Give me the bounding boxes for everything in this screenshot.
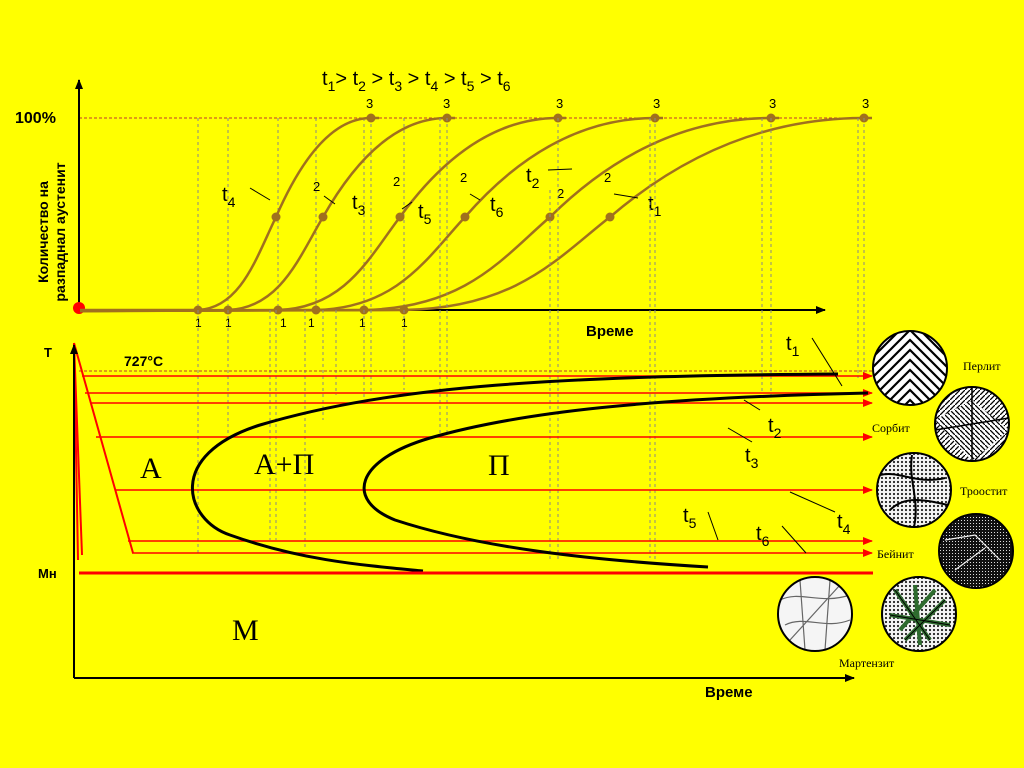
microstructure-sorbite: Сорбит [872, 386, 1010, 462]
region-martensite: М [232, 614, 259, 647]
end-label-5: 3 [769, 96, 776, 111]
leader-line [781, 525, 807, 554]
region-austenite: А [140, 452, 162, 485]
top-y-label-line1: Количество на [35, 181, 51, 283]
start-c-curve [190, 372, 839, 573]
bottom-x-label: Време [705, 684, 753, 701]
label-martensite: Мартензит [839, 656, 895, 670]
end-label-2: 3 [443, 96, 450, 111]
top-y-label: Количество на разпаднал аустенит [35, 162, 68, 301]
microstructure-pearlite: Перлит [872, 330, 1001, 406]
mid-label-5: 2 [604, 170, 611, 185]
leader-line [811, 337, 843, 387]
microstructure-martensite-2: Мартензит [839, 576, 957, 670]
label-pearlite: Перлит [963, 359, 1001, 373]
start-label-3: 1 [280, 316, 287, 330]
end-label-6: 3 [862, 96, 869, 111]
end-label-3: 3 [556, 96, 563, 111]
leader-line [401, 201, 413, 210]
leader-line [249, 187, 271, 201]
top-x-label: Време [586, 323, 634, 340]
label-bainite: Бейнит [877, 547, 914, 561]
curve-t3-mid-point [318, 212, 328, 222]
label-troostite: Троостит [960, 484, 1008, 498]
microstructure-martensite-1 [777, 576, 853, 652]
curve-t1-mid-point [605, 212, 615, 222]
curve-label-5: t2 [526, 165, 540, 191]
leader-line [323, 195, 336, 205]
label-sorbite: Сорбит [872, 421, 911, 435]
cooling-label-1: t1 [786, 333, 800, 359]
leader-line [743, 399, 761, 411]
leader-line [469, 193, 481, 201]
curve-label-6: t1 [648, 193, 662, 219]
top-y-label-line2: разпаднал аустенит [52, 162, 68, 301]
start-label-4: 1 [308, 316, 315, 330]
mid-label-4: 2 [557, 186, 564, 201]
a1-temperature-label: 727°С [124, 353, 163, 369]
mid-label-2: 2 [393, 174, 400, 189]
y-tick-100: 100% [15, 110, 56, 127]
curve-t6-mid-point [460, 212, 470, 222]
region-austenite-pearlite: А+П [254, 448, 314, 481]
leader-line [789, 491, 836, 513]
cooling-label-3: t3 [745, 445, 759, 471]
cooling-label-4: t4 [837, 511, 851, 537]
curve-t5-mid-point [395, 212, 405, 222]
ms-label: Мн [38, 566, 57, 581]
cooling-label-5: t5 [683, 505, 697, 531]
bottom-plot: T 727°С Мн Време А А+П П М t1 t2 t3 t4 t5 t6 [38, 118, 873, 701]
region-pearlite: П [488, 449, 510, 482]
cooling-label-6: t6 [756, 523, 770, 549]
curve-label-2: t3 [352, 192, 366, 218]
vertical-guides [197, 118, 865, 310]
end-label-1: 3 [366, 96, 373, 111]
microstructure-bainite: Бейнит [877, 513, 1014, 589]
leader-line [547, 168, 573, 171]
curve-t4-end-point [366, 113, 376, 123]
end-label-4: 3 [653, 96, 660, 111]
cooling-line-labels: t1 t2 t3 t4 t5 t6 [683, 333, 851, 554]
cooling-label-2: t2 [768, 415, 782, 441]
start-label-5: 1 [359, 316, 366, 330]
curve-label-3: t5 [418, 201, 432, 227]
leader-line [707, 511, 719, 541]
top-plot: 100% Количество на разпаднал аустенит Вр… [15, 68, 873, 340]
mid-label-1: 2 [313, 179, 320, 194]
curve-t4 [80, 116, 379, 312]
finish-c-curve [362, 391, 869, 569]
curve-t4-mid-point [271, 212, 281, 222]
vertical-guides-lower [197, 118, 865, 560]
temperature-order-title: t1> t2 > t3 > t4 > t5 > t6 [322, 68, 511, 94]
curve-t1 [79, 116, 872, 313]
leader-line [613, 193, 639, 199]
bottom-y-label: T [44, 345, 52, 360]
transformation-curves [79, 113, 872, 315]
microstructure-troostite: Троостит [876, 452, 1008, 528]
curve-label-1: t4 [222, 184, 236, 210]
curve-label-4: t6 [490, 194, 504, 220]
leader-line [727, 427, 753, 443]
cooling-descent [73, 342, 134, 554]
microstructures: Перлит Сорбит Троостит Бей [777, 330, 1014, 670]
mid-label-3: 2 [460, 170, 467, 185]
